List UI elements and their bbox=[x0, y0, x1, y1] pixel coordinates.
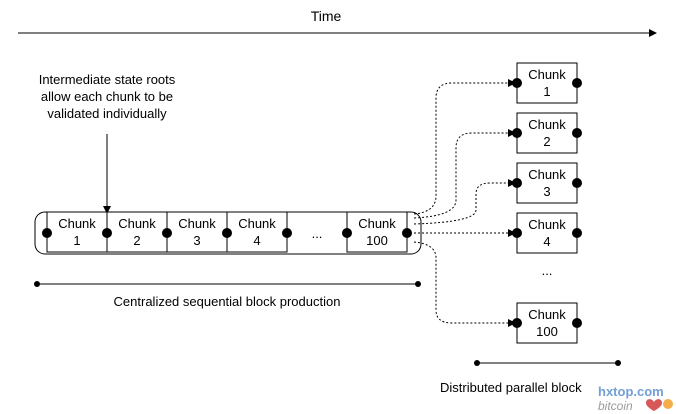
seq-dot-left bbox=[42, 228, 52, 238]
par-chunk-1-num: 1 bbox=[543, 84, 550, 99]
par-chunk-1-dot-right bbox=[572, 78, 582, 88]
heart-icon bbox=[646, 399, 662, 411]
seq-chunk-2-num: 2 bbox=[133, 233, 140, 248]
seq-dot-1-2 bbox=[102, 228, 112, 238]
seq-chunk-100-box bbox=[346, 211, 408, 253]
seq-chunk-3-num: 3 bbox=[193, 233, 200, 248]
parallel-caption: Distributed parallel block bbox=[440, 380, 582, 395]
watermark-brand: bitcoin bbox=[598, 399, 633, 413]
seq-chunk-3-box bbox=[166, 211, 228, 253]
seq-chunk-4-word: Chunk bbox=[238, 216, 276, 231]
seq-chunk-1-word: Chunk bbox=[58, 216, 96, 231]
seq-chunk-1-box bbox=[46, 211, 108, 253]
annotation-line-2: allow each chunk to be bbox=[41, 89, 173, 104]
seq-dot-100-right bbox=[402, 228, 412, 238]
par-chunk-2-dot-left bbox=[512, 128, 522, 138]
seq-chunk-4-num: 4 bbox=[253, 233, 260, 248]
watermark-logo: hxtop.com bitcoin bbox=[598, 384, 673, 413]
parallel-span-dot-left bbox=[474, 360, 480, 366]
par-chunk-3-dot-left bbox=[512, 178, 522, 188]
time-label: Time bbox=[311, 8, 342, 24]
seq-ellipsis: ... bbox=[312, 226, 323, 241]
par-chunk-3-dot-right bbox=[572, 178, 582, 188]
seq-dot-2-3 bbox=[162, 228, 172, 238]
par-chunk-1-dot-left bbox=[512, 78, 522, 88]
par-chunk-2-num: 2 bbox=[543, 134, 550, 149]
par-chunk-4-dot-right bbox=[572, 228, 582, 238]
seq-chunk-3-word: Chunk bbox=[178, 216, 216, 231]
dist-arrow-2 bbox=[413, 129, 516, 219]
par-chunk-100-dot-left bbox=[512, 318, 522, 328]
par-chunk-4-word: Chunk bbox=[528, 217, 566, 232]
par-chunk-3-num: 3 bbox=[543, 184, 550, 199]
watermark-site: hxtop.com bbox=[598, 384, 664, 399]
par-chunk-4-box bbox=[516, 212, 578, 254]
par-chunk-4-dot-left bbox=[512, 228, 522, 238]
seq-chunk-2-word: Chunk bbox=[118, 216, 156, 231]
coin-icon bbox=[663, 399, 673, 409]
seq-chunk-4-box bbox=[226, 211, 288, 253]
seq-dot-100-left bbox=[342, 228, 352, 238]
par-chunk-2-box bbox=[516, 112, 578, 154]
par-chunk-2-word: Chunk bbox=[528, 117, 566, 132]
par-chunk-100-dot-right bbox=[572, 318, 582, 328]
par-chunk-1-word: Chunk bbox=[528, 67, 566, 82]
par-ellipsis: ... bbox=[542, 263, 553, 278]
par-chunk-100-num: 100 bbox=[536, 324, 558, 339]
seq-chunk-100-num: 100 bbox=[366, 233, 388, 248]
par-chunk-4-num: 4 bbox=[543, 234, 550, 249]
par-chunk-2-dot-right bbox=[572, 128, 582, 138]
seq-chunk-100-word: Chunk bbox=[358, 216, 396, 231]
annotation-line-3: validated individually bbox=[47, 106, 167, 121]
par-chunk-100-word: Chunk bbox=[528, 307, 566, 322]
sequential-caption: Centralized sequential block production bbox=[114, 294, 341, 309]
sequential-span-dot-left bbox=[34, 281, 40, 287]
par-chunk-3-word: Chunk bbox=[528, 167, 566, 182]
annotation-line-1: Intermediate state roots bbox=[39, 72, 176, 87]
seq-chunk-1-num: 1 bbox=[73, 233, 80, 248]
parallel-span-dot-right bbox=[615, 360, 621, 366]
dist-arrow-3 bbox=[413, 179, 516, 225]
seq-dot-3-4 bbox=[222, 228, 232, 238]
sequential-span-dot-right bbox=[415, 281, 421, 287]
dist-arrow-1 bbox=[413, 79, 516, 215]
dist-arrow-100 bbox=[413, 241, 516, 327]
seq-dot-4-right bbox=[282, 228, 292, 238]
